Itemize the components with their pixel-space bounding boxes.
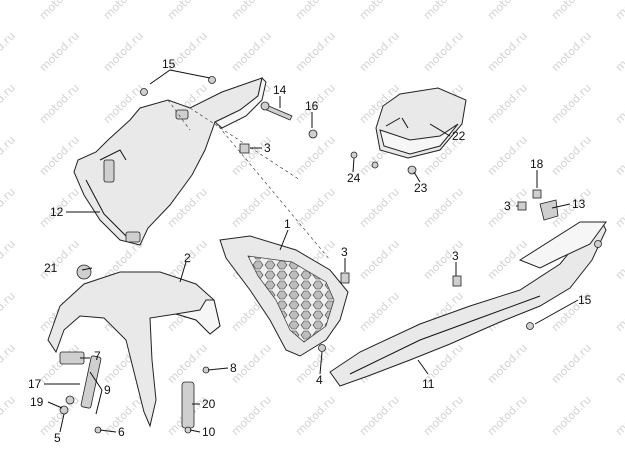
screws-upper	[140, 76, 318, 154]
callout-12: 12	[50, 205, 64, 219]
watermark-text: motod.ru	[357, 237, 402, 282]
watermark-text: motod.ru	[37, 237, 82, 282]
watermark-text: motod.ru	[293, 29, 338, 74]
watermark-text: motod.ru	[165, 341, 210, 386]
watermark-text: motod.ru	[549, 29, 594, 74]
callout-10: 10	[202, 425, 216, 439]
watermark-text: motod.ru	[293, 393, 338, 438]
watermark-text: motod.ru	[0, 133, 18, 178]
callout-22: 22	[452, 129, 466, 143]
watermark-text: motod.ru	[0, 81, 18, 126]
watermark-text: motod.ru	[549, 133, 594, 178]
callout-11: 11	[422, 377, 435, 391]
watermark-text: motod.ru	[357, 0, 402, 22]
callout-4: 4	[316, 373, 323, 387]
watermark-text: motod.ru	[549, 0, 594, 22]
watermark-text: motod.ru	[229, 29, 274, 74]
watermark-text: motod.ru	[485, 0, 530, 22]
watermark-text: motod.ru	[549, 341, 594, 386]
watermark-text: motod.ru	[357, 29, 402, 74]
watermark-text: motod.ru	[37, 29, 82, 74]
watermark-text: motod.ru	[613, 0, 625, 22]
callout-9: 9	[104, 383, 111, 397]
callout-18: 18	[530, 157, 544, 171]
watermark-text: motod.ru	[421, 29, 466, 74]
cover-part-22	[350, 87, 467, 175]
watermark-text: motod.ru	[485, 133, 530, 178]
callout-19: 19	[30, 395, 44, 409]
watermark-text: motod.ru	[229, 393, 274, 438]
callout-3-right: 3	[452, 249, 459, 263]
callout-6: 6	[118, 425, 125, 439]
side-panel-part-12	[73, 77, 267, 246]
watermark-text: motod.ru	[613, 81, 625, 126]
watermark-text: motod.ru	[485, 393, 530, 438]
callout-3-upper: 3	[264, 141, 271, 155]
watermark-text: motod.ru	[37, 81, 82, 126]
watermark-text: motod.ru	[229, 133, 274, 178]
watermark-text: motod.ru	[0, 393, 18, 438]
watermark-text: motod.ru	[421, 237, 466, 282]
mudguard-part-2	[47, 264, 221, 434]
grille-part-1	[219, 235, 349, 357]
watermark-text: motod.ru	[37, 0, 82, 22]
watermark-text: motod.ru	[421, 0, 466, 22]
callout-16: 16	[305, 99, 319, 113]
watermark-text: motod.ru	[0, 289, 18, 334]
callout-8: 8	[230, 361, 237, 375]
watermark-text: motod.ru	[229, 0, 274, 22]
callout-14: 14	[273, 83, 287, 97]
watermark-text: motod.ru	[357, 185, 402, 230]
watermark-text: motod.ru	[101, 0, 146, 22]
watermark-text: motod.ru	[0, 341, 18, 386]
watermark-text: motod.ru	[293, 0, 338, 22]
watermark-text: motod.ru	[485, 81, 530, 126]
watermark-text: motod.ru	[549, 393, 594, 438]
watermark-text: motod.ru	[421, 393, 466, 438]
watermark-text: motod.ru	[0, 237, 18, 282]
watermark-text: motod.ru	[485, 29, 530, 74]
watermark-text: motod.ru	[485, 341, 530, 386]
callout-23: 23	[414, 181, 428, 195]
callout-7: 7	[94, 349, 101, 363]
watermark-text: motod.ru	[0, 0, 18, 22]
watermark-text: motod.ru	[357, 289, 402, 334]
watermark-text: motod.ru	[357, 393, 402, 438]
watermark-text: motod.ru	[613, 133, 625, 178]
leader-lines	[44, 69, 579, 433]
callout-3-far-right: 3	[504, 199, 511, 213]
watermark-text: motod.ru	[613, 341, 625, 386]
watermark-text: motod.ru	[101, 29, 146, 74]
callout-24: 24	[347, 171, 361, 185]
watermark-text: motod.ru	[613, 237, 625, 282]
watermark-text: motod.ru	[421, 185, 466, 230]
clips-right	[318, 189, 559, 352]
lower-fairing-part-11	[329, 221, 607, 387]
watermark-text: motod.ru	[0, 185, 18, 230]
watermark-text: motod.ru	[0, 29, 18, 74]
callout-1: 1	[284, 217, 291, 231]
callout-3-center: 3	[341, 245, 348, 259]
callout-2: 2	[184, 251, 191, 265]
watermark-text: motod.ru	[165, 0, 210, 22]
watermark-text: motod.ru	[549, 81, 594, 126]
callout-5: 5	[54, 431, 61, 445]
callout-13: 13	[572, 197, 586, 211]
callout-15-lower: 15	[578, 293, 592, 307]
watermark-text: motod.ru	[613, 289, 625, 334]
callout-labels: 15 14 16 3 12 1 3 3 2 21 22 24 23 18 3 1…	[28, 57, 592, 445]
callout-21: 21	[44, 261, 58, 275]
watermark-text: motod.ru	[613, 393, 625, 438]
watermark-text: motod.ru	[613, 185, 625, 230]
callout-20: 20	[202, 397, 216, 411]
callout-17: 17	[28, 377, 42, 391]
callout-15-upper: 15	[162, 57, 176, 71]
watermark-text: motod.ru	[293, 133, 338, 178]
watermark-text: motod.ru	[613, 29, 625, 74]
watermark-text: motod.ru	[229, 185, 274, 230]
